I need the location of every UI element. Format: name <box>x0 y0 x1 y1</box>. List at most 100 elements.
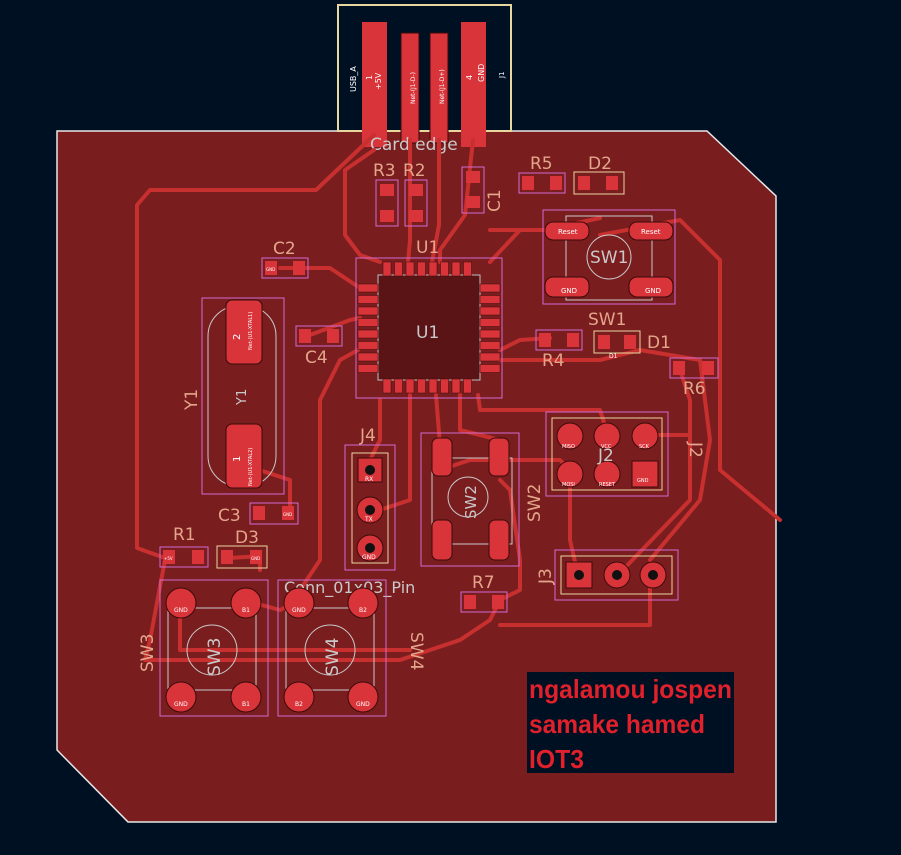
j2-fab: J2 <box>597 446 614 466</box>
mcu-pin-right-6 <box>479 341 501 350</box>
sw3-pad-1 <box>165 587 197 619</box>
sw4-button: GND B2 B2 GND SW4 SW4 <box>277 579 426 717</box>
mcu-pin-top-4 <box>417 261 426 277</box>
j2-body <box>551 417 663 491</box>
mcu-pin-left-4 <box>357 318 379 327</box>
r5-pad-2 <box>550 176 562 190</box>
c3-capacitor: C3 <box>218 502 299 526</box>
mcu-pin-left-2 <box>357 295 379 304</box>
sw3-pad-3-label: GND <box>174 701 188 708</box>
j2-pin-2 <box>593 422 621 450</box>
y1-pin-1: 1 <box>232 456 243 462</box>
r7-courtyard <box>460 591 508 613</box>
sw1-actuator <box>586 234 632 280</box>
d2-pad-1 <box>578 176 590 190</box>
author-line-2: samake hamed <box>529 709 705 739</box>
sw3-pad-1-label: GND <box>174 607 188 614</box>
c4-pad-2 <box>327 329 339 343</box>
d2-ref: D2 <box>588 154 612 174</box>
mcu-pin-left-6 <box>357 341 379 350</box>
sw3-button: GND B1 GND B1 SW3 SW3 <box>138 579 269 717</box>
sw3-pad-2-label: B1 <box>242 607 250 614</box>
c3-pad-2 <box>282 506 294 520</box>
usb-pin-4-num: 4 <box>465 75 474 80</box>
sw3-pad-4 <box>230 681 262 713</box>
mcu-body <box>377 274 481 381</box>
y1-net-2: Net-(U1-XTAL1) <box>248 312 254 350</box>
mcu-pin-left-7 <box>357 352 379 362</box>
c2-pad-1 <box>265 261 277 275</box>
usb-pin-4-net: GND <box>477 64 486 82</box>
usb-pin-3-net: Net-(J1-D+) <box>439 69 446 104</box>
c2-pad-2 <box>293 261 305 275</box>
author-line-1: ngalamou jospen <box>529 674 732 704</box>
r2-pad-1 <box>409 184 423 196</box>
j4-pin-2-hole <box>365 505 375 515</box>
r5-ref: R5 <box>530 154 553 174</box>
j4-courtyard <box>344 444 396 571</box>
j2-pin-3-label: SCK <box>639 444 650 450</box>
sw4-pad-2-label: B2 <box>359 607 367 614</box>
j3-value: Conn_01x03_Pin <box>284 578 415 598</box>
y1-courtyard <box>201 297 285 495</box>
j3-pin-3-hole <box>648 570 658 580</box>
d1-pad-2 <box>624 335 636 349</box>
j3-body <box>560 555 673 595</box>
r2-courtyard <box>404 179 428 227</box>
d3-net-label: GND <box>251 556 260 561</box>
j2-pin-4-label: MOSI <box>562 482 575 488</box>
r6-ref: R6 <box>683 379 706 399</box>
y1-pin-2: 2 <box>232 334 243 340</box>
j4-pin-3-label: GND <box>362 554 376 561</box>
r5-courtyard <box>518 172 566 194</box>
mcu-pin-bottom-7 <box>451 378 461 394</box>
sw4-pad-4 <box>347 681 379 713</box>
c1-courtyard <box>461 166 485 214</box>
j4-body <box>351 452 389 564</box>
d3-ref: D3 <box>235 528 259 548</box>
mcu-pin-left-1 <box>357 283 379 293</box>
r2-ref: R2 <box>403 161 426 181</box>
sw1-pad-d-label: GND <box>645 287 661 295</box>
j3-pin-1-hole <box>574 570 584 580</box>
d3-led: D3 <box>216 528 268 569</box>
mcu-ref-center: U1 <box>416 323 439 343</box>
sw2-pad-2 <box>488 437 510 477</box>
r5-resistor: R5 <box>518 154 566 194</box>
mcu-pin-left-3 <box>357 306 379 316</box>
r4-pad-2 <box>567 333 579 347</box>
card-edge-label: Card edge <box>370 135 458 155</box>
sw3-pad-2 <box>230 587 262 619</box>
mcu-pin-right-8 <box>479 364 501 373</box>
sw1-body <box>565 215 653 301</box>
mcu-pin-bottom-6 <box>440 378 449 394</box>
j4-pin-1-label: RX <box>365 476 373 483</box>
c3-courtyard <box>249 502 299 525</box>
r3-pad-1 <box>380 184 394 196</box>
j3-ref: J3 <box>536 568 556 585</box>
usb-connector: USB_A 1 +5V Net-(J1-D-) Net-(J1-D+) 4 GN… <box>337 4 512 155</box>
sw4-actuator <box>304 624 356 676</box>
sw1-courtyard <box>542 209 676 305</box>
sw1-fab: SW1 <box>590 248 628 268</box>
usb-pad-4 <box>461 22 486 147</box>
j2-pin-6-label: GND <box>637 478 649 484</box>
c1-ref: C1 <box>485 189 505 212</box>
mcu-pin-left-5 <box>357 329 379 339</box>
d1-ref: D1 <box>647 333 671 353</box>
mcu-pin-right-1 <box>479 283 501 293</box>
j4-ref: J4 <box>359 426 376 446</box>
d2-courtyard <box>573 171 625 195</box>
sw1-pad-d <box>628 276 674 298</box>
y1-pad-2 <box>225 299 263 365</box>
sw3-body <box>167 607 257 691</box>
c4-capacitor: C4 <box>295 325 343 368</box>
r6-courtyard <box>669 357 719 379</box>
mcu-pin-bottom-4 <box>417 378 426 394</box>
usb-ref: USB_A <box>349 66 358 92</box>
usb-edge-outline <box>337 4 512 132</box>
d1-courtyard <box>593 330 641 354</box>
mcu-pin-bottom-3 <box>405 378 415 394</box>
y1-net-1: Net-(U1-XTAL2) <box>248 448 254 486</box>
